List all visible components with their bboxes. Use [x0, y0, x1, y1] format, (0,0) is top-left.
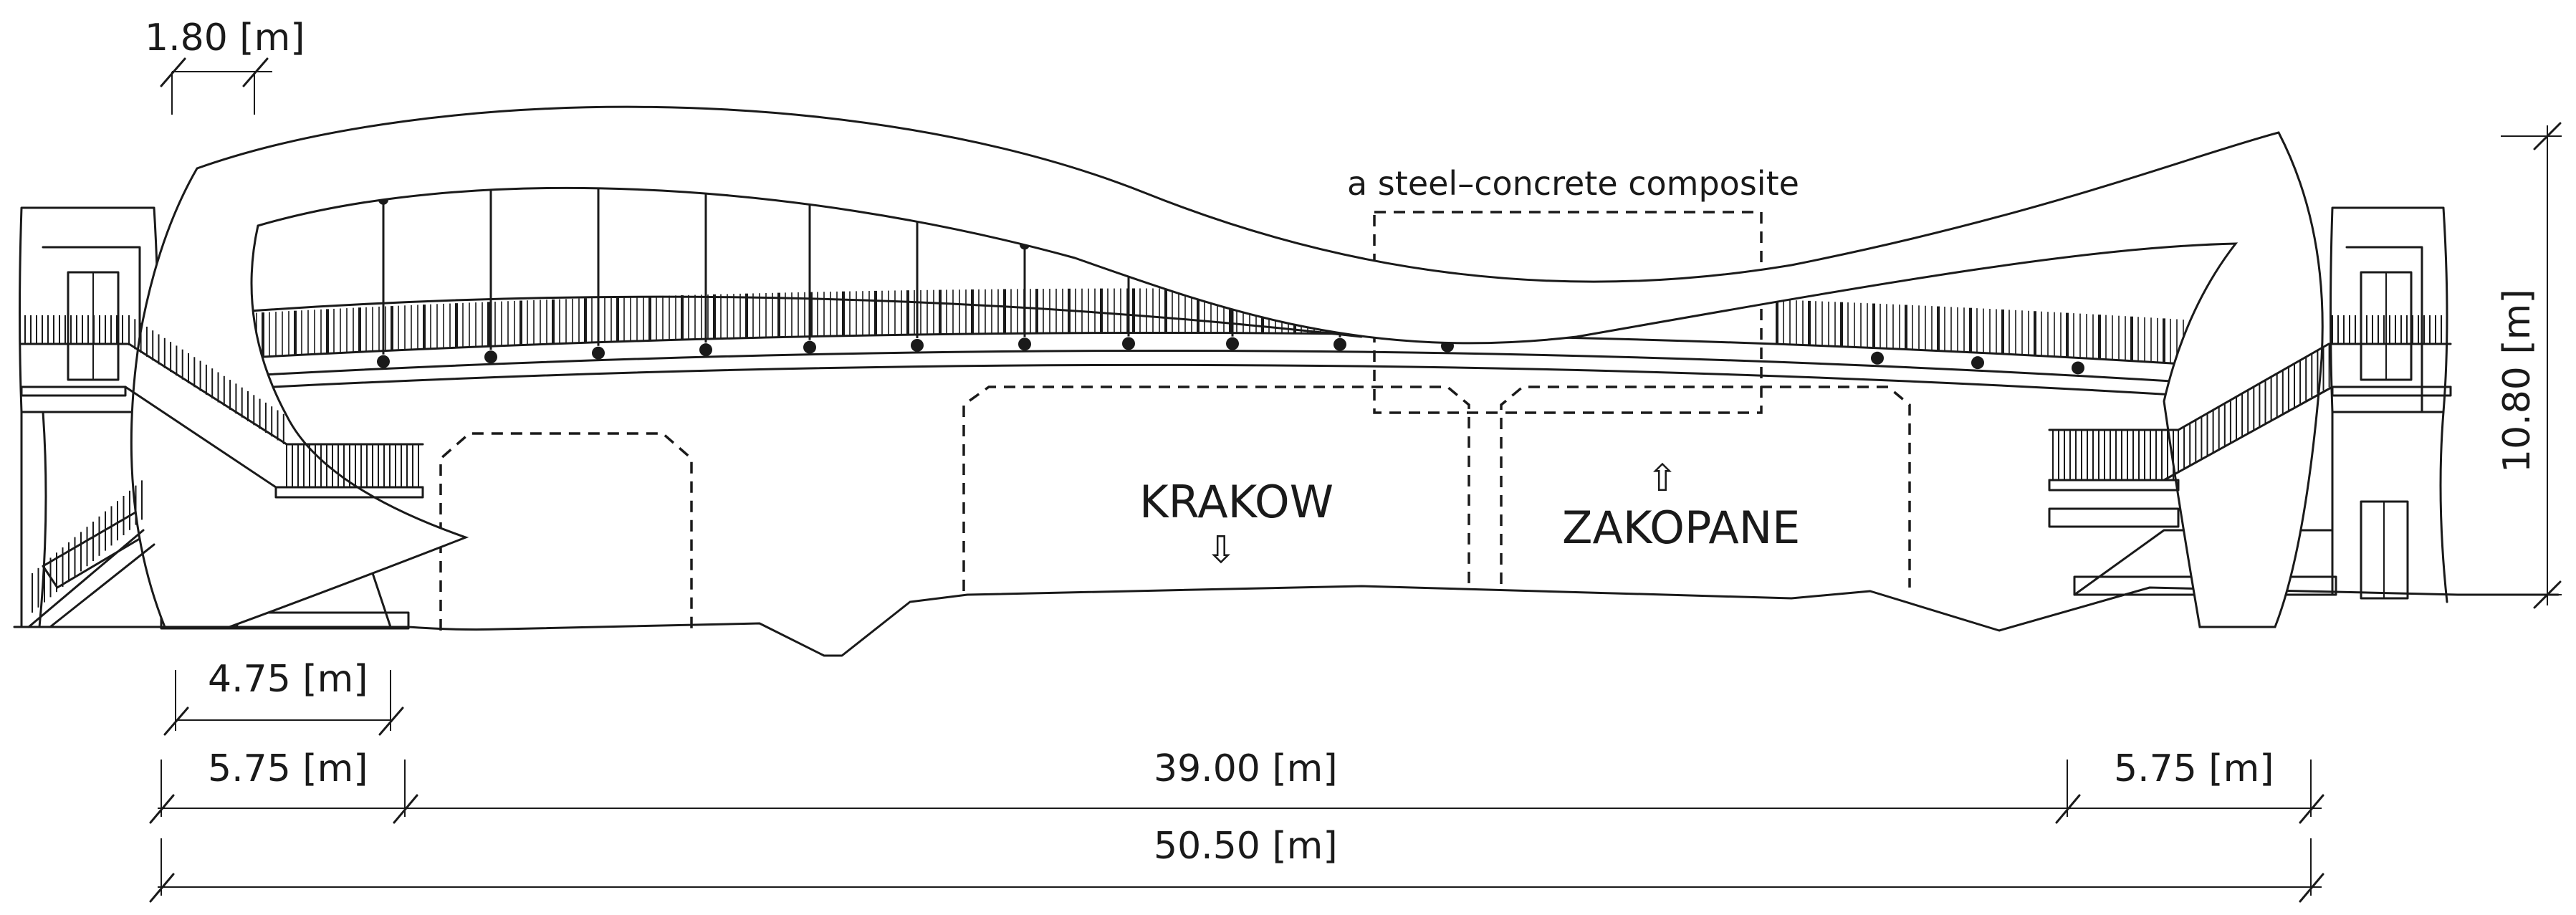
dim-height-label: 10.80 [m] — [2496, 289, 2539, 473]
hanger-anchor — [1334, 337, 1346, 351]
hanger-anchor — [484, 350, 497, 364]
dim-abutment-width: 4.75 [m] — [163, 658, 404, 736]
krakow-arrow-icon: ⇩ — [1205, 529, 1237, 572]
hanger-anchor — [803, 340, 816, 354]
direction-krakow: KRAKOW ⇩ — [1139, 476, 1334, 572]
arch-structure — [130, 105, 2324, 628]
dim-side-span-right-label: 5.75 [m] — [2114, 747, 2274, 790]
dim-total-length-label: 50.50 [m] — [1154, 825, 1338, 868]
zakopane-arrow-icon: ⇧ — [1647, 457, 1678, 500]
hanger-anchor — [911, 338, 924, 352]
ground-profile — [13, 572, 2560, 657]
hanger-anchor — [1018, 337, 1031, 351]
zakopane-label: ZAKOPANE — [1562, 502, 1800, 554]
right-stair-balusters — [2052, 315, 2448, 480]
dim-arch-width-label: 1.80 [m] — [145, 16, 305, 59]
dim-main-span-label: 39.00 [m] — [1154, 747, 1338, 790]
left-stair-balusters — [24, 315, 419, 613]
dim-spans: 5.75 [m] 39.00 [m] 5.75 [m] — [149, 747, 2324, 824]
hanger-anchor — [592, 346, 605, 360]
hanger-anchor — [699, 343, 712, 357]
hanger-anchor — [1971, 356, 1984, 370]
hanger-anchor — [1122, 337, 1135, 350]
composite-label: a steel–concrete composite — [1347, 164, 1799, 203]
dim-height: 10.80 [m] — [2496, 122, 2562, 609]
deck-railing-right — [1776, 300, 2236, 368]
hanger-anchor — [377, 355, 390, 368]
krakow-label: KRAKOW — [1139, 476, 1334, 528]
hanger-anchor — [2072, 361, 2084, 375]
dim-arch-width: 1.80 [m] — [145, 16, 305, 115]
hanger-anchor — [1871, 351, 1884, 365]
dim-total: 50.50 [m] — [149, 825, 2324, 903]
hanger-anchor — [1226, 337, 1239, 350]
direction-zakopane: ⇧ ZAKOPANE — [1562, 457, 1800, 554]
bridge-deck — [235, 295, 2316, 403]
dim-abutment-width-label: 4.75 [m] — [208, 658, 368, 701]
dim-side-span-left-label: 5.75 [m] — [208, 747, 368, 790]
